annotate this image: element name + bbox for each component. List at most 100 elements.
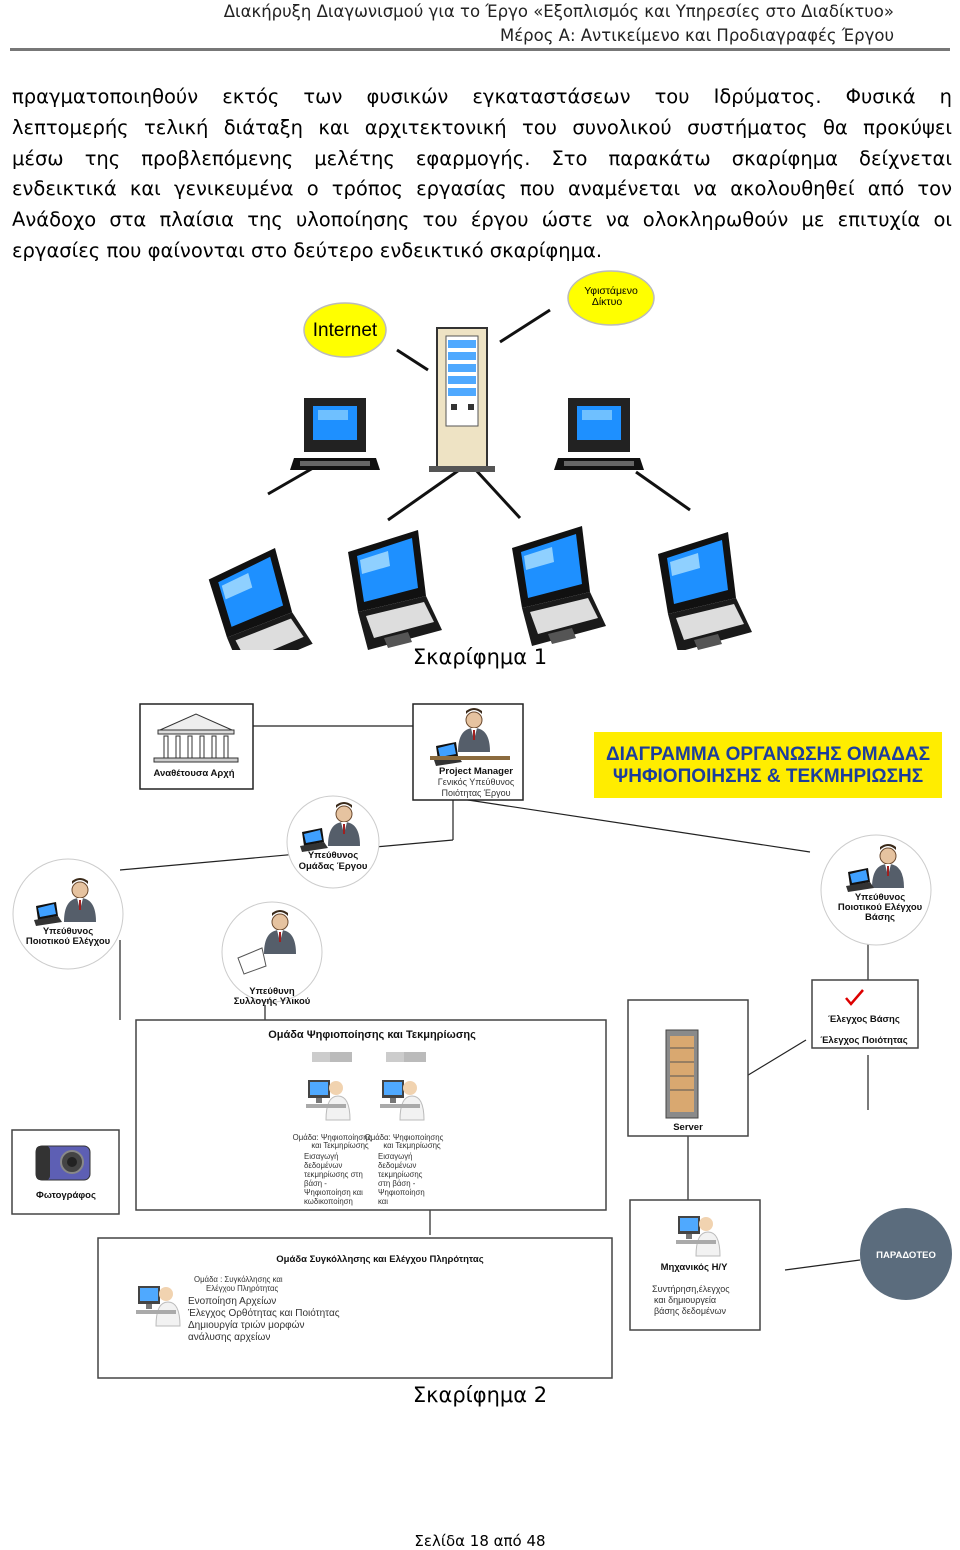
pm-label-line2: Γενικός Υπεύθυνος bbox=[438, 777, 515, 787]
team-lead-line2: Ομάδας Έργου bbox=[299, 861, 368, 872]
digi-w2-title-l2: και Τεκμηρίωσης bbox=[383, 1141, 441, 1150]
pm-label-line3: Ποιότητας Έργου bbox=[441, 788, 510, 798]
org-title-line1: ΔΙΑΓΡΑΜΜΑ ΟΡΓΑΝΩΣΗΣ ΟΜΑΔΑΣ bbox=[606, 744, 930, 765]
para-line: πραγματοποιηθούν εκτός των φυσικών εγκατ… bbox=[12, 85, 952, 108]
body-paragraph: πραγματοποιηθούν εκτός των φυσικών εγκατ… bbox=[12, 82, 952, 267]
server-label: Server bbox=[673, 1122, 703, 1133]
project-manager-box: Project Manager Γενικός Υπεύθυνος Ποιότη… bbox=[412, 703, 524, 801]
authority-label: Αναθέτουσα Αρχή bbox=[154, 768, 235, 779]
internet-cloud: Internet bbox=[303, 302, 387, 358]
collection-line2: Συλλογής Υλικού bbox=[234, 996, 311, 1007]
laptop-4 bbox=[658, 532, 752, 650]
org-title-line2: ΨΗΦΙΟΠΟΙΗΣΗΣ & ΤΕΚΜΗΡΙΩΣΗΣ bbox=[613, 766, 923, 787]
assembly-desc: Ενοποίηση Αρχείων Έλεγχος Ορθότητας και … bbox=[187, 1295, 340, 1343]
deliverable-node: ΠΑΡΑΔΟΤΕΟ bbox=[860, 1208, 952, 1300]
desc-line: δεδομένων bbox=[304, 1161, 342, 1170]
internet-label: Internet bbox=[313, 320, 378, 341]
doc-header-line1: Διακήρυξη Διαγωνισμού για το Έργο «Εξοπλ… bbox=[223, 2, 894, 21]
link-laptop4 bbox=[635, 470, 691, 512]
org-connectors bbox=[119, 725, 869, 1281]
mech-title: Μηχανικός Η/Υ bbox=[661, 1262, 728, 1273]
db-qc-line1: Υπεύθυνος bbox=[855, 892, 905, 903]
network-label-line1: Υφιστάμενο bbox=[584, 285, 638, 297]
desc-line: τεκμηρίωσης στη bbox=[304, 1170, 363, 1179]
link-internet bbox=[396, 348, 429, 372]
digi-group-title: Ομάδα Ψηφιοποίησης και Τεκμηρίωσης bbox=[268, 1029, 476, 1041]
sketch2-org-diagram: Αναθέτουσα Αρχή Project Manager Γενικός … bbox=[11, 703, 952, 1379]
qc-line1: Υπεύθυνος bbox=[43, 926, 93, 937]
desc-line: Ψηφιοποίηση bbox=[378, 1188, 425, 1197]
camera-icon bbox=[35, 1145, 91, 1181]
collection-line1: Υπεύθυνη bbox=[249, 986, 295, 997]
digi-w1-desc: Εισαγωγή δεδομένων τεκμηρίωσης στη βάση … bbox=[304, 1152, 363, 1206]
desc-line: Εισαγωγή bbox=[304, 1152, 338, 1161]
contracting-authority-box: Αναθέτουσα Αρχή bbox=[139, 703, 254, 790]
computer-engineer-box: Μηχανικός Η/Υ Συντήρηση,έλεγχος και δημι… bbox=[629, 1199, 761, 1331]
desc-line: δεδομένων bbox=[378, 1161, 416, 1170]
check-line1: Έλεγχος Βάσης bbox=[828, 1014, 900, 1025]
assembly-worker-l2: Ελέγχου Πληρότητας bbox=[206, 1284, 279, 1293]
db-qc-line2: Ποιοτικού Ελέγχου bbox=[838, 902, 923, 913]
laptop-2 bbox=[348, 530, 442, 650]
para-line: λεπτομερής τελική διάταξη και αρχιτεκτον… bbox=[12, 115, 952, 139]
desc-line: Δημιουργία τριών μορφών bbox=[188, 1319, 304, 1331]
sketch2-caption: Σκαρίφημα 2 bbox=[412, 1383, 548, 1407]
para-line: Ανάδοχο στα πλαίσια της υλοποίησης του έ… bbox=[12, 208, 952, 232]
desc-line: και bbox=[378, 1197, 388, 1206]
desc-line: τεκμηρίωσης bbox=[378, 1170, 423, 1179]
header-rule bbox=[10, 48, 950, 51]
mech-desc: Συντήρηση,έλεγχος και δημιουργεία βάσης … bbox=[652, 1284, 730, 1316]
photographer-box: Φωτογράφος bbox=[11, 1129, 120, 1215]
para-line: ενδεικτικά και γενικευμένα ο τρόπος εργα… bbox=[12, 177, 952, 201]
desc-line: κωδικοποίηση bbox=[304, 1197, 353, 1206]
page-number: Σελίδα 18 από 48 bbox=[414, 1532, 546, 1550]
link-laptop2 bbox=[387, 466, 463, 522]
desc-line: βάσης δεδομένων bbox=[654, 1306, 727, 1316]
sketch1-network-diagram: Internet Υφιστάμενο Δίκτυο bbox=[205, 270, 752, 650]
laptop-1 bbox=[205, 544, 316, 650]
desc-line: ανάλυσης αρχείων bbox=[188, 1331, 270, 1343]
desc-line: βάση - bbox=[304, 1179, 327, 1188]
material-collection-node: Υπεύθυνη Συλλογής Υλικού bbox=[221, 901, 323, 1007]
server-tower bbox=[429, 327, 495, 472]
building-icon bbox=[153, 713, 239, 763]
network-label-line2: Δίκτυο bbox=[592, 296, 622, 308]
desc-line: Ενοποίηση Αρχείων bbox=[188, 1295, 276, 1307]
team-lead-node: Υπεύθυνος Ομάδας Έργου bbox=[286, 795, 380, 889]
digi-w1-title-l1: Ομάδα: Ψηφιοποίησης bbox=[293, 1133, 372, 1142]
qc-line2: Ποιοτικού Ελέγχου bbox=[26, 936, 111, 947]
digi-w2-title-l1: Ομάδα: Ψηφιοποίησης bbox=[365, 1133, 444, 1142]
checks-box: Έλεγχος Βάσης Έλεγχος Ποιότητας bbox=[811, 979, 919, 1049]
desc-line: Εισαγωγή bbox=[378, 1152, 412, 1161]
desc-line: Ψηφιοποίηση και bbox=[304, 1188, 363, 1197]
desc-line: στη βάση - bbox=[378, 1179, 416, 1188]
db-qc-line3: Βάσης bbox=[865, 912, 895, 923]
server-box: Server bbox=[627, 999, 749, 1137]
digi-w2-desc: Εισαγωγή δεδομένων τεκμηρίωσης στη βάση … bbox=[378, 1152, 425, 1206]
digi-w1-title-l2: και Τεκμηρίωσης bbox=[311, 1141, 369, 1150]
quality-control-node: Υπεύθυνος Ποιοτικού Ελέγχου bbox=[12, 858, 124, 970]
link-laptop3 bbox=[472, 466, 522, 520]
sketch1-caption: Σκαρίφημα 1 bbox=[412, 645, 548, 669]
desktop-right bbox=[554, 398, 644, 470]
laptop-3 bbox=[512, 526, 606, 646]
check-line2: Έλεγχος Ποιότητας bbox=[820, 1035, 907, 1046]
db-quality-control-node: Υπεύθυνος Ποιοτικού Ελέγχου Βάσης bbox=[820, 834, 932, 946]
deliverable-label: ΠΑΡΑΔΟΤΕΟ bbox=[876, 1250, 936, 1261]
photographer-label: Φωτογράφος bbox=[36, 1190, 96, 1201]
doc-header-line2: Μέρος Α: Αντικείμενο και Προδιαγραφές Έρ… bbox=[500, 26, 894, 45]
digitization-worker-1: Ομάδα: Ψηφιοποίησης και Τεκμηρίωσης Εισα… bbox=[293, 1052, 372, 1206]
para-line: μέσω της προβλεπόμενης μελέτης εφαρμογής… bbox=[12, 146, 952, 170]
pm-label-line1: Project Manager bbox=[439, 766, 513, 777]
desc-line: Έλεγχος Ορθότητας και Ποιότητας bbox=[187, 1307, 340, 1319]
digitization-group-box: Ομάδα Ψηφιοποίησης και Τεκμηρίωσης Ομάδα… bbox=[135, 1019, 607, 1211]
team-lead-line1: Υπεύθυνος bbox=[308, 850, 358, 861]
para-line: εργασίες που φαίνονται στο δεύτερο ενδει… bbox=[12, 238, 603, 262]
connection-lines bbox=[267, 308, 691, 522]
assembly-worker-l1: Ομάδα : Συγκόλλησης και bbox=[194, 1275, 283, 1284]
checkmark-icon bbox=[845, 989, 864, 1006]
assembly-group-box: Ομάδα Συγκόλλησης και Ελέγχου Πληρότητας… bbox=[97, 1237, 613, 1379]
link-network bbox=[499, 308, 551, 344]
existing-network-bubble: Υφιστάμενο Δίκτυο bbox=[567, 270, 655, 326]
desc-line: και δημιουργεία bbox=[654, 1295, 716, 1305]
